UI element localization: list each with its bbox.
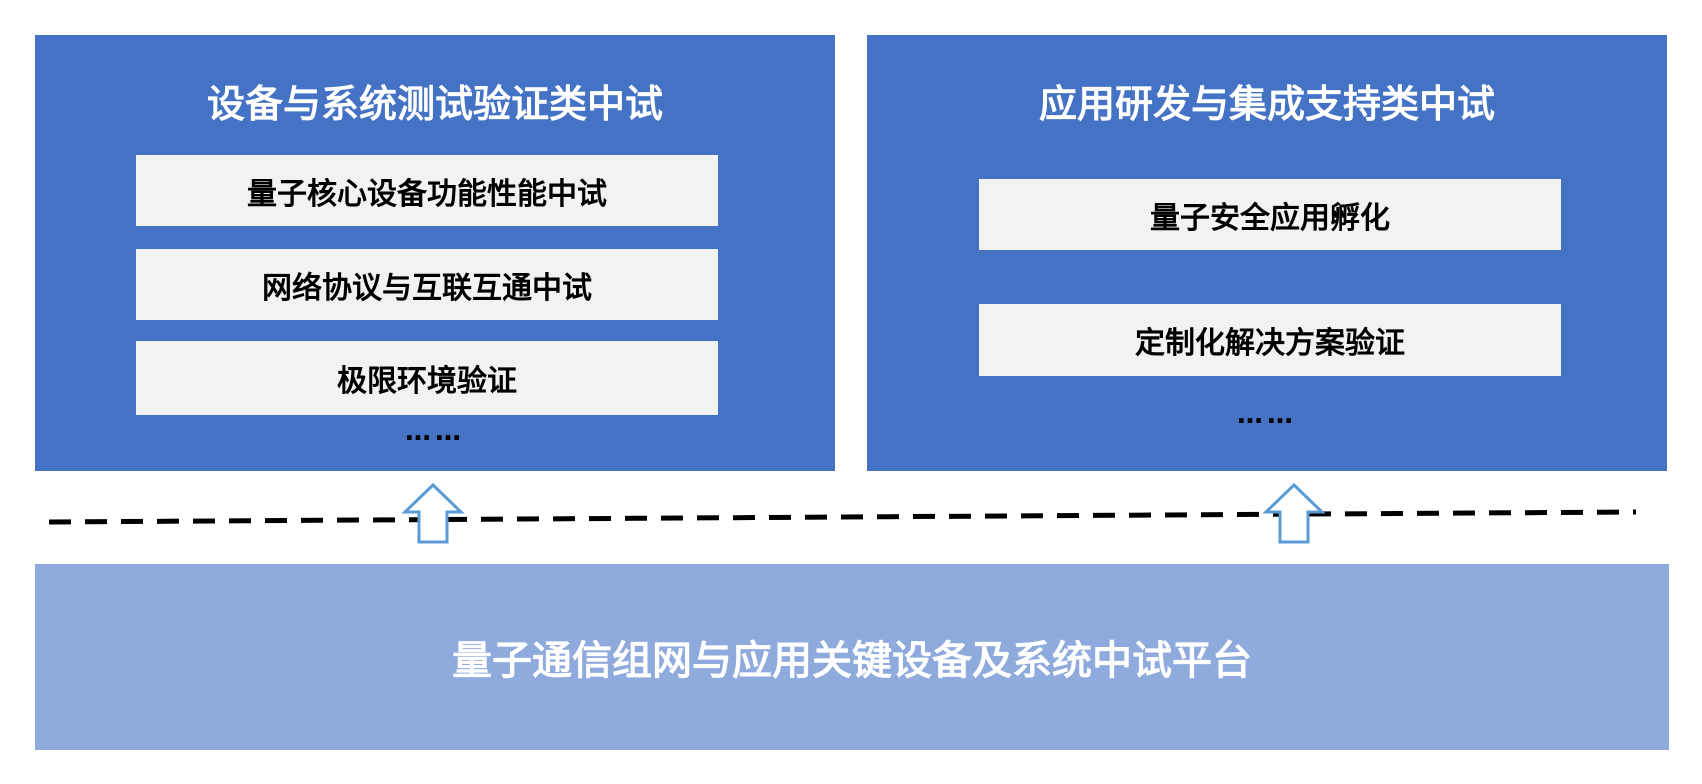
- right-panel-title: 应用研发与集成支持类中试: [1038, 82, 1495, 126]
- left-item-1: 量子核心设备功能性能中试: [136, 155, 718, 226]
- left-item-2: 网络协议与互联互通中试: [136, 249, 718, 320]
- left-panel-title: 设备与系统测试验证类中试: [206, 82, 663, 126]
- platform-label: 量子通信组网与应用关键设备及系统中试平台: [452, 638, 1252, 684]
- up-arrow-icon-right: [1262, 482, 1326, 544]
- platform-box: 量子通信组网与应用关键设备及系统中试平台: [35, 564, 1669, 750]
- right-ellipsis: ……: [1237, 400, 1297, 430]
- right-item-2: 定制化解决方案验证: [979, 304, 1561, 376]
- right-item-1: 量子安全应用孵化: [979, 179, 1561, 250]
- left-ellipsis: ……: [405, 417, 465, 447]
- left-panel: 设备与系统测试验证类中试 量子核心设备功能性能中试 网络协议与互联互通中试 极限…: [35, 35, 835, 471]
- left-item-3: 极限环境验证: [136, 341, 718, 415]
- up-arrow-icon-left: [401, 482, 465, 544]
- dashed-divider: [48, 509, 1637, 525]
- right-panel: 应用研发与集成支持类中试 量子安全应用孵化 定制化解决方案验证 ……: [867, 35, 1667, 471]
